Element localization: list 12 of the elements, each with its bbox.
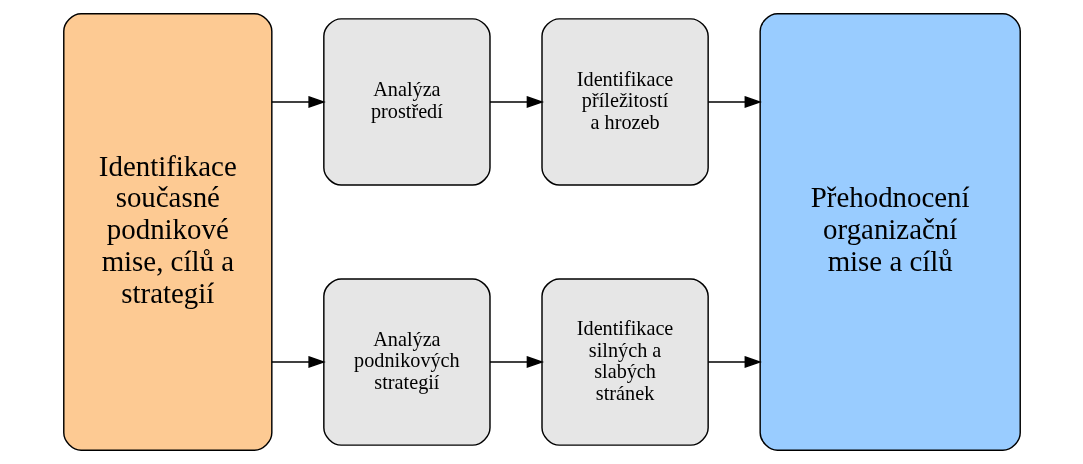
- arrow: [707, 95, 762, 109]
- arrow: [270, 95, 326, 109]
- node-box: Analýza podnikových strategií: [322, 278, 491, 446]
- node-box: Identifikace silných a slabých stránek: [540, 278, 709, 446]
- arrow: [488, 355, 544, 369]
- node-box: Identifikace příležitostí a hrozeb: [540, 18, 709, 186]
- node-box: Identifikace současné podnikové mise, cílů a strategií: [62, 13, 273, 451]
- node-box: Analýza prostředí: [322, 18, 491, 186]
- arrow: [707, 355, 762, 369]
- arrow: [270, 355, 326, 369]
- arrow: [488, 95, 544, 109]
- node-box: Přehodnocení organizační mise a cílů: [758, 13, 1021, 451]
